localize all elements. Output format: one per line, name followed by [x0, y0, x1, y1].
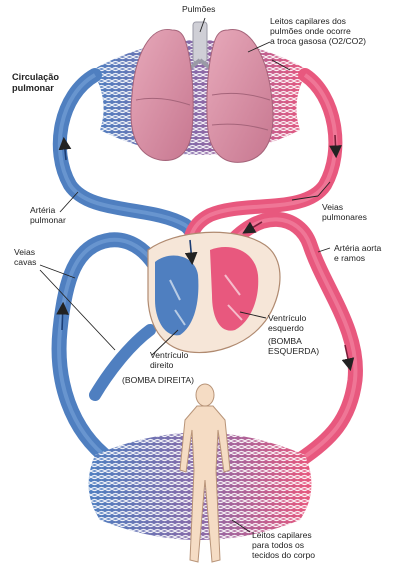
left-lung	[130, 29, 194, 161]
lungs	[130, 21, 274, 163]
label-right-ventricle: Ventrículo direito	[150, 350, 189, 370]
flow-arrows	[56, 134, 355, 372]
label-left-pump: (BOMBA ESQUERDA)	[268, 336, 320, 356]
label-aorta: Artéria aorta e ramos	[334, 243, 382, 263]
human-body	[179, 383, 231, 563]
aorta-vessel	[217, 211, 363, 468]
label-left-ventricle: Ventrículo esquerdo	[268, 313, 307, 333]
leader-lines	[39, 17, 331, 533]
label-right-pump: (BOMBA DIREITA)	[122, 375, 194, 385]
right-lung	[206, 29, 274, 163]
label-pulmonary-artery: Artéria pulmonar	[30, 205, 66, 225]
label-pulmonary-veins: Veias pulmonares	[322, 202, 367, 222]
label-body-capillaries: Leitos capilares para todos os tecidos d…	[252, 530, 316, 560]
label-lungs: Pulmões	[182, 4, 216, 14]
label-lung-capillaries: Leitos capilares dos pulmões onde ocorre…	[270, 16, 367, 46]
vena-cava-vessel	[51, 232, 163, 468]
trachea	[192, 21, 208, 63]
pulmonary-veins-vessel	[183, 68, 343, 267]
label-pulmonary-circulation: Circulação pulmonar	[12, 72, 59, 93]
label-vena-cava: Veias cavas	[14, 247, 37, 267]
heart	[147, 231, 281, 354]
